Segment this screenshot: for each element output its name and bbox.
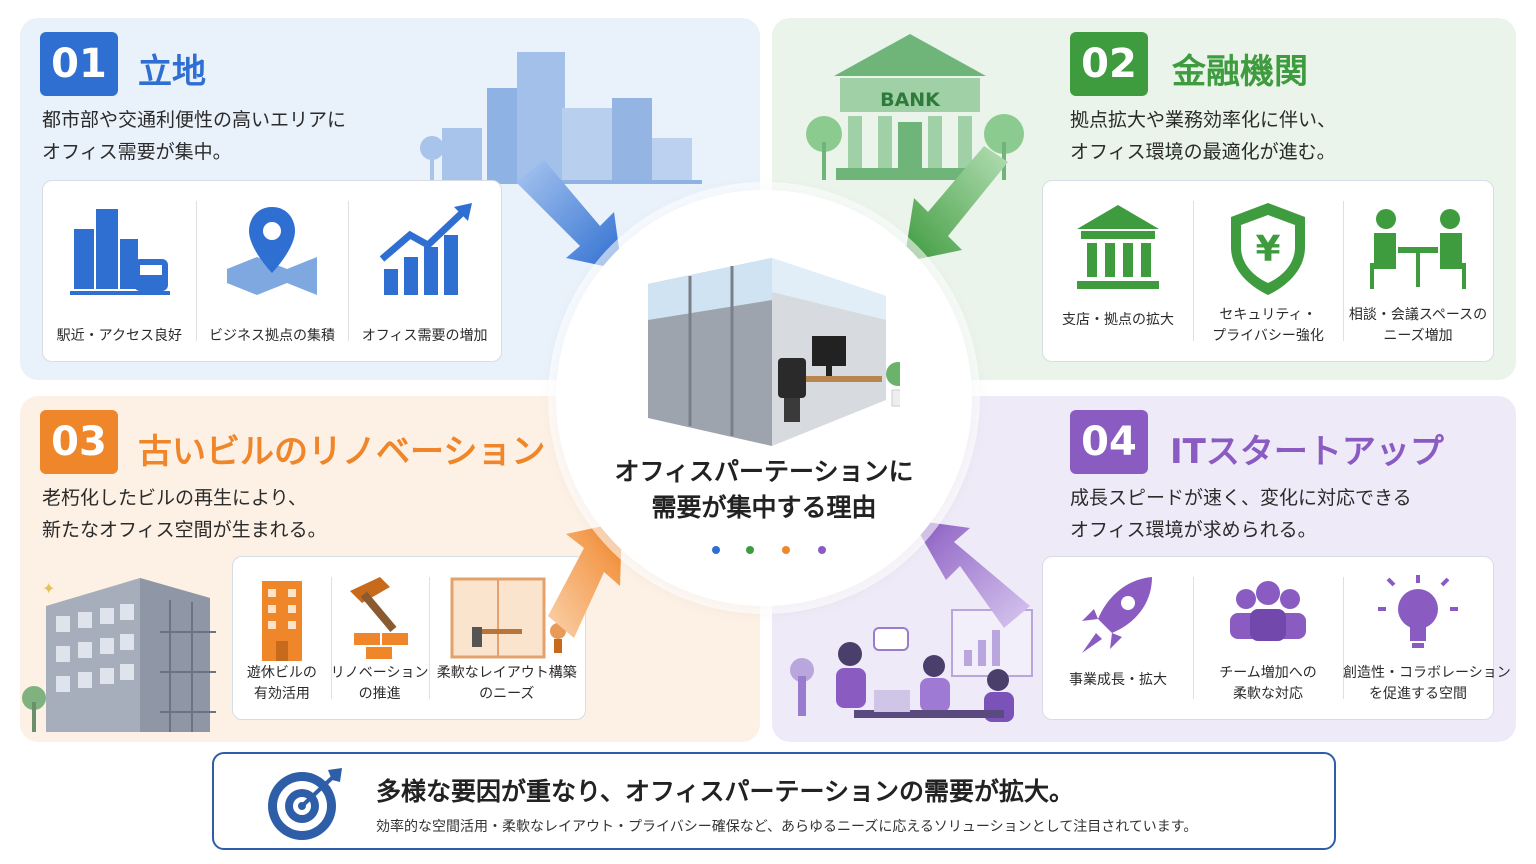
card-renovation-promotion: リノベーションの推進: [330, 557, 429, 719]
section-title: 金融機関: [1172, 52, 1308, 92]
bank-icon: [1077, 205, 1159, 289]
location-cards: 駅近・アクセス良好 ビジネス拠点の集積 オフィス需要の増加: [42, 180, 502, 362]
card-idle-building: 遊休ビルの有効活用: [233, 557, 331, 719]
summary-banner: 多様な要因が重なり、オフィスパーテーションの需要が拡大。 効率的な空間活用・柔軟…: [212, 752, 1336, 850]
dot-blue: [712, 546, 720, 554]
card-demand-growth: オフィス需要の増加: [348, 181, 501, 361]
bank-sign: BANK: [880, 89, 941, 111]
summary-headline: 多様な要因が重なり、オフィスパーテーションの需要が拡大。: [376, 777, 1075, 806]
card-flexible-layout: 柔軟なレイアウト構築のニーズ: [428, 557, 585, 719]
card-label: 遊休ビルの有効活用: [246, 665, 317, 702]
dot-orange: [782, 546, 790, 554]
card-label: リノベーションの推進: [330, 665, 429, 702]
section-title: 立地: [138, 52, 206, 92]
section-number: 02: [1070, 32, 1148, 96]
card-security: ¥ セキュリティ・プライバシー強化: [1193, 181, 1343, 361]
growth-chart-icon: [379, 203, 472, 295]
section-description: 老朽化したビルの再生により、新たなオフィス空間が生まれる。: [42, 487, 327, 541]
svg-text:✦: ✦: [42, 579, 55, 598]
center-hub: オフィスパーテーションに需要が集中する理由: [556, 190, 972, 606]
card-team-growth: チーム増加への柔軟な対応: [1193, 557, 1343, 719]
arrow-green-icon: [904, 146, 1008, 262]
bank-building-illustration: BANK: [806, 34, 1024, 180]
old-building-illustration: ✦: [22, 578, 216, 732]
map-pin-icon: [227, 207, 317, 295]
section-description: 成長スピードが速く、変化に対応できるオフィス環境が求められる。: [1070, 487, 1412, 541]
summary-subtext: 効率的な空間活用・柔軟なレイアウト・プライバシー確保など、あらゆるニーズに応える…: [376, 819, 1198, 835]
card-business-hub: ビジネス拠点の集積: [195, 181, 349, 361]
finance-cards: 支店・拠点の拡大 ¥ セキュリティ・プライバシー強化 相談・会議スペースのニーズ…: [1042, 180, 1494, 362]
section-number: 01: [40, 32, 118, 96]
layout-room-icon: [450, 577, 566, 659]
card-label: チーム増加への柔軟な対応: [1219, 665, 1317, 702]
section-title: 古いビルのリノベーション: [138, 432, 546, 472]
section-title: ITスタートアップ: [1170, 432, 1444, 472]
card-label: 事業成長・拡大: [1069, 672, 1167, 688]
svg-text:¥: ¥: [1255, 229, 1280, 270]
center-title: オフィスパーテーションに需要が集中する理由: [614, 457, 914, 522]
card-label: ビジネス拠点の集積: [209, 328, 335, 344]
target-icon: [268, 768, 342, 840]
startup-cards: 事業成長・拡大 チーム増加への柔軟な対応 創造性・コラボレーションを促進する空間: [1042, 556, 1511, 720]
hammer-bricks-icon: [349, 577, 408, 659]
lightbulb-icon: [1378, 575, 1458, 648]
office-partition-illustration: [648, 258, 900, 446]
card-label: セキュリティ・プライバシー強化: [1212, 307, 1324, 344]
section-description: 都市部や交通利便性の高いエリアにオフィス需要が集中。: [42, 109, 347, 163]
card-label: オフィス需要の増加: [361, 328, 488, 344]
dot-purple: [818, 546, 826, 554]
card-label: 相談・会議スペースのニーズ増加: [1348, 307, 1488, 344]
rocket-icon: [1082, 577, 1152, 653]
section-description: 拠点拡大や業務効率化に伴い、オフィス環境の最適化が進む。: [1070, 109, 1337, 163]
card-label: 駅近・アクセス良好: [56, 328, 182, 344]
card-label: 柔軟なレイアウト構築のニーズ: [436, 665, 577, 702]
renovation-cards: 遊休ビルの有効活用 リノベーションの推進 柔軟なレイアウト構築のニーズ: [232, 556, 586, 720]
card-creativity: 創造性・コラボレーションを促進する空間: [1343, 557, 1511, 719]
card-branch-expansion: 支店・拠点の拡大: [1043, 181, 1193, 361]
card-label: 創造性・コラボレーションを促進する空間: [1343, 665, 1511, 702]
yen-shield-icon: ¥: [1231, 203, 1305, 295]
team-icon: [1230, 581, 1306, 641]
card-label: 支店・拠点の拡大: [1062, 312, 1174, 328]
dot-green: [746, 546, 754, 554]
section-number: 04: [1070, 410, 1148, 474]
city-train-icon: [70, 209, 171, 295]
card-business-growth: 事業成長・拡大: [1043, 557, 1193, 719]
arrow-orange-icon: [548, 522, 622, 638]
team-meeting-illustration: [790, 609, 1033, 722]
building-icon: [261, 581, 302, 661]
meeting-icon: [1370, 209, 1466, 289]
card-access: 駅近・アクセス良好: [43, 181, 196, 361]
arrow-blue-icon: [516, 160, 622, 270]
section-number: 03: [40, 410, 118, 474]
arrow-purple-icon: [912, 520, 1030, 628]
card-meeting-space: 相談・会議スペースのニーズ増加: [1343, 181, 1493, 361]
